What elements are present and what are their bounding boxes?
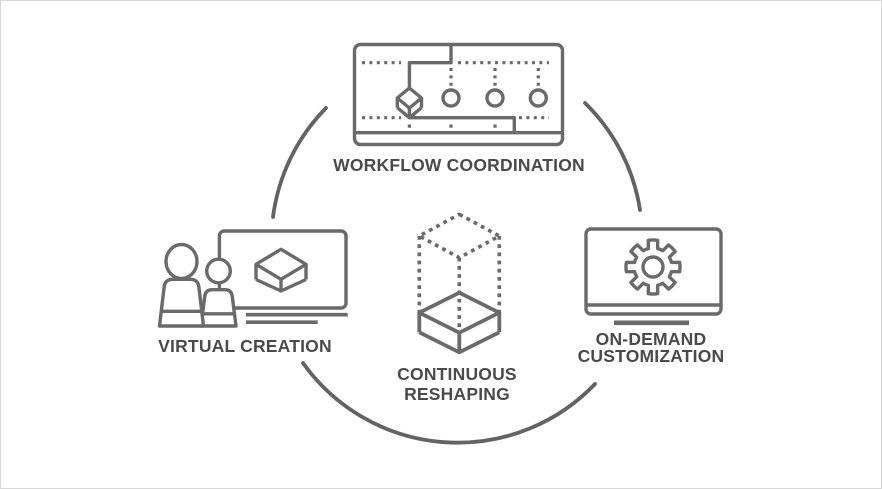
label-on-demand-customization: ON-DEMAND CUSTOMIZATION bbox=[541, 329, 761, 366]
label-line: RESHAPING bbox=[404, 384, 510, 404]
label-line: CUSTOMIZATION bbox=[577, 346, 725, 366]
label-line: CONTINUOUS bbox=[397, 364, 517, 384]
screen bbox=[217, 229, 348, 310]
label-line: ON-DEMAND bbox=[595, 329, 707, 349]
workflow-board-icon bbox=[352, 42, 565, 147]
person-small bbox=[199, 257, 238, 328]
monitor bbox=[584, 227, 723, 316]
arc-bottom bbox=[301, 361, 597, 445]
laptop-gear-icon bbox=[584, 227, 723, 326]
dashed-top-face bbox=[417, 212, 502, 260]
label-virtual-creation: VIRTUAL CREATION bbox=[158, 336, 332, 356]
arc-top-right bbox=[583, 101, 642, 212]
solid-box bbox=[417, 290, 502, 355]
gear bbox=[624, 238, 682, 296]
cube-on-screen bbox=[254, 247, 308, 293]
label-workflow-coordination: WORKFLOW COORDINATION bbox=[333, 155, 585, 175]
people-screen-cube-icon bbox=[157, 229, 348, 328]
person-large bbox=[157, 242, 206, 328]
label-continuous-reshaping: CONTINUOUS RESHAPING bbox=[367, 364, 547, 404]
gear-hole bbox=[641, 255, 665, 279]
dashed-prism-cube-icon bbox=[417, 212, 502, 355]
arc-top-left bbox=[271, 106, 328, 219]
